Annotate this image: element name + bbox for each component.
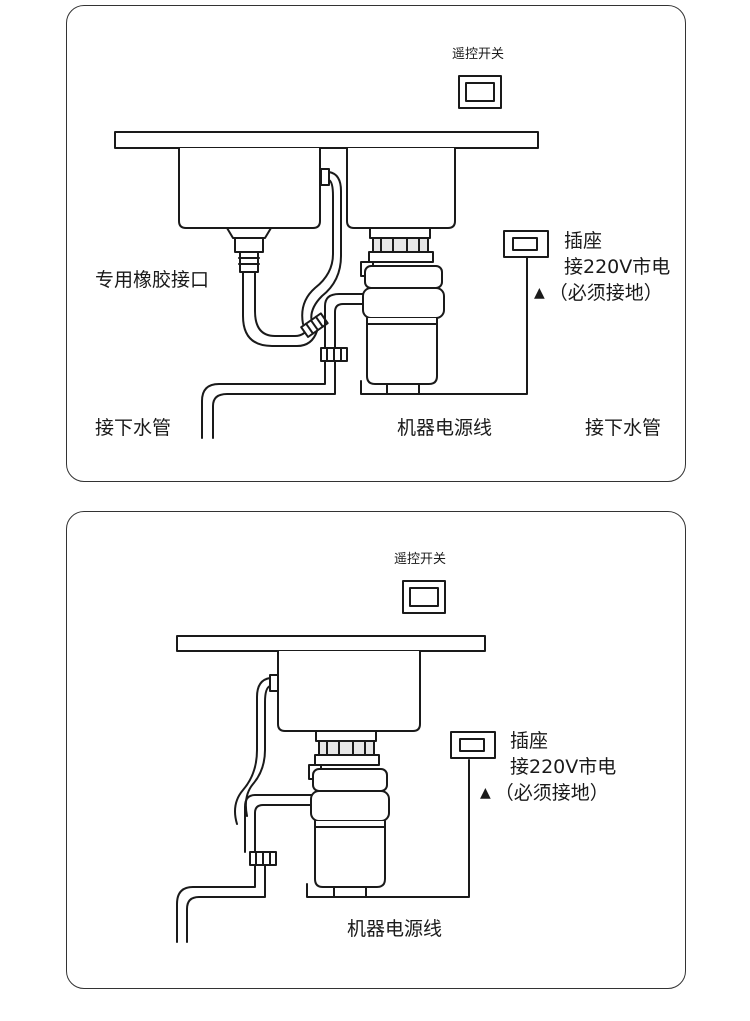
disposer-flange [369,227,431,239]
disposer-lower-body [366,317,438,385]
socket-label: 插座 [564,230,603,252]
countertop [114,131,539,149]
ground-label: （必须接地） [548,282,663,304]
voltage-label: 接220V市电 [510,756,617,778]
warning-triangle-icon: ▲ [534,285,545,301]
disposer-flange [315,730,377,742]
rubber-port [239,251,259,273]
warning-triangle-icon: ▲ [480,785,491,801]
disposer-power-cord-loop [360,380,388,395]
disposer-power-cord-loop [306,883,335,898]
remote-switch-label: 遥控开关 [394,552,447,567]
right-sink-basin [346,147,456,229]
disposer-outlet [244,794,313,853]
disposer-outlet [324,293,366,349]
remote-switch-button [409,587,439,607]
socket-note: 插座 接220V市电 ▲（必须接地） [534,228,671,306]
overflow-port [320,168,330,186]
disposer-motor-collar [362,287,445,319]
rubber-port-label: 专用橡胶接口 [95,269,210,291]
left-drain-strainer [226,227,272,239]
power-cord-to-socket [365,759,470,898]
left-drain-body [234,237,264,253]
left-sink-basin [178,147,321,229]
power-cord-label: 机器电源线 [397,417,493,439]
socket-face [459,738,485,752]
drain-label-left: 接下水管 [95,417,172,439]
double-sink-schematic [114,75,549,439]
remote-switch-label: 遥控开关 [452,47,505,62]
voltage-label: 接220V市电 [564,256,671,278]
left-tailpipe [242,271,318,347]
countertop [176,635,486,652]
disposer-cord-exit [333,886,367,898]
sink-basin [277,650,421,732]
overflow-clamp [300,312,329,338]
diagram-double-sink: 遥控开关 专用橡胶接口 接下水管 机器电源线 接下水管 插座 接220V市电 ▲… [66,5,686,482]
drain-pipe [176,864,256,943]
disposer-motor-collar [310,790,390,822]
disposer-cord-exit [386,383,420,395]
single-sink-schematic [176,580,496,943]
power-cord-to-socket [418,257,528,395]
disposer-upper-body [364,265,443,289]
socket-label: 插座 [510,730,549,752]
disposer-upper-body [312,768,388,792]
drain-pipe [201,360,326,439]
overflow-pipe [310,171,342,327]
socket-note: 插座 接220V市电 ▲（必须接地） [480,728,617,806]
overflow-pipe [234,677,271,825]
diagram-single-sink: 遥控开关 机器电源线 插座 接220V市电 ▲（必须接地） [66,511,686,989]
drain-label-right: 接下水管 [585,417,662,439]
overflow-port [269,674,279,692]
power-cord-label: 机器电源线 [347,918,443,940]
disposer-lower-body [314,820,386,888]
ground-label: （必须接地） [494,782,609,804]
remote-switch-button [465,82,495,102]
socket-face [512,237,538,251]
